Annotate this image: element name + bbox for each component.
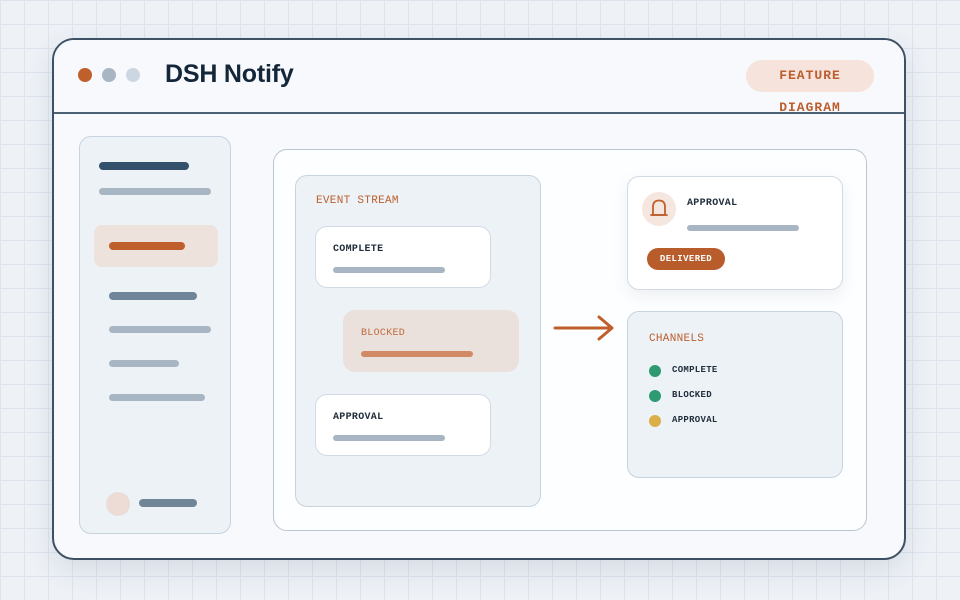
event-stream-panel: EVENT STREAM COMPLETE BLOCKED APPROVAL [295,175,541,507]
sidebar-item-placeholder[interactable] [109,394,205,401]
status-badge: DELIVERED [647,248,725,270]
event-stream-label: EVENT STREAM [316,195,399,207]
minimize-dot[interactable] [102,68,116,82]
event-title: BLOCKED [361,328,406,339]
diagram-canvas: EVENT STREAM COMPLETE BLOCKED APPROVAL [273,149,867,531]
channels-label: CHANNELS [649,333,705,345]
status-dot-yellow [649,415,661,427]
sidebar [79,136,231,534]
notification-title: APPROVAL [687,198,738,209]
event-card-complete[interactable]: COMPLETE [315,226,491,288]
user-name-placeholder [139,499,197,507]
sidebar-item-placeholder[interactable] [109,292,197,300]
sidebar-item-placeholder[interactable] [109,326,211,333]
status-dot-green [649,365,661,377]
title-bar: DSH Notify FEATURE DIAGRAM [54,40,904,115]
close-dot[interactable] [78,68,92,82]
event-title: COMPLETE [333,244,384,255]
sidebar-item-active-label [109,242,185,250]
bell-icon [650,199,668,216]
app-window: DSH Notify FEATURE DIAGRAM EVENT STREAM … [52,38,906,560]
app-title: DSH Notify [165,60,294,88]
bell-icon-badge [642,192,676,226]
feature-diagram-tag: FEATURE DIAGRAM [746,60,874,115]
notification-card[interactable]: APPROVAL DELIVERED [627,176,843,290]
channel-label: COMPLETE [672,365,718,375]
maximize-dot[interactable] [126,68,140,82]
channels-panel: CHANNELS COMPLETE BLOCKED APPROVAL [627,311,843,478]
event-card-approval[interactable]: APPROVAL [315,394,491,456]
sidebar-heading-placeholder [99,162,189,170]
event-detail-placeholder [333,435,445,441]
status-dot-green [649,390,661,402]
avatar[interactable] [106,492,130,516]
sidebar-item-active[interactable] [94,225,218,267]
notification-detail-placeholder [687,225,799,231]
event-detail-placeholder [333,267,445,273]
channel-label: BLOCKED [672,390,712,400]
sidebar-item-placeholder[interactable] [109,360,179,367]
arrow-right-icon [553,315,614,341]
channel-label: APPROVAL [672,415,718,425]
event-card-blocked[interactable]: BLOCKED [343,310,519,372]
sidebar-subheading-placeholder [99,188,211,195]
event-detail-placeholder [361,351,473,357]
event-title: APPROVAL [333,412,384,423]
